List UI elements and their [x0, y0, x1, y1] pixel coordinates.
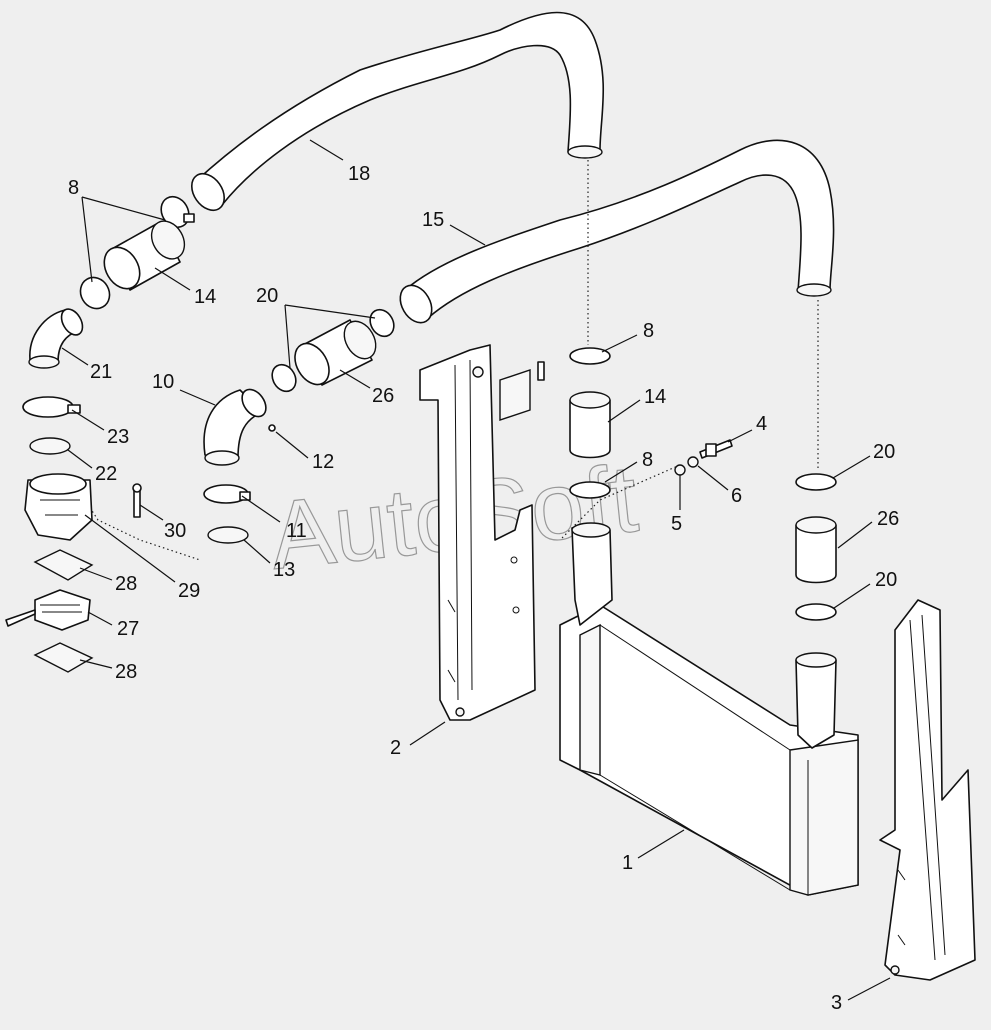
callout-29: 29: [178, 580, 200, 602]
clamp-8-stack-upper: [569, 347, 611, 365]
o-ring-13: [207, 526, 249, 544]
adapter-29: [24, 473, 93, 541]
callout-26-stack: 26: [877, 508, 899, 530]
bracket-2: [419, 344, 545, 721]
callout-20-middle: 20: [256, 285, 278, 307]
callout-6: 6: [731, 485, 742, 507]
callout-1: 1: [622, 852, 633, 874]
callout-13: 13: [273, 559, 295, 581]
bolt-4: [699, 439, 733, 459]
clamp-20-left: [271, 363, 297, 393]
callout-28-lower: 28: [115, 661, 137, 683]
callout-8-stack-upper: 8: [643, 320, 654, 342]
gasket-28-lower: [33, 642, 94, 673]
hose-14-upper: [103, 220, 186, 291]
clamp-8-upper: [160, 195, 195, 229]
callout-15: 15: [422, 209, 444, 231]
callout-26-middle: 26: [372, 385, 394, 407]
hose-14-stack: [569, 391, 611, 459]
callout-3: 3: [831, 992, 842, 1014]
callout-20-stack-upper: 20: [873, 441, 895, 463]
washer-6: [687, 456, 699, 468]
clamp-20-right: [369, 308, 395, 338]
callout-23: 23: [107, 426, 129, 448]
hose-26-middle: [294, 319, 377, 386]
callout-22: 22: [95, 463, 117, 485]
callouts: 18 8 14 15 20 26 21 10 12 23 22 11 30 13…: [68, 163, 899, 1014]
callout-30: 30: [164, 520, 186, 542]
sensor-27: [5, 589, 91, 631]
callout-14-stack: 14: [644, 386, 666, 408]
callout-18: 18: [348, 163, 370, 185]
callout-14-upper-left: 14: [194, 286, 216, 308]
callout-12: 12: [312, 451, 334, 473]
clamp-20-stack-lower: [795, 603, 837, 621]
bracket-3: [879, 599, 976, 981]
bolt-30: [132, 483, 142, 518]
clamp-11: [203, 484, 251, 504]
clamp-23: [22, 396, 81, 418]
intercooler-1: [559, 522, 859, 896]
clamp-8-lower: [79, 276, 111, 310]
callout-20-stack-lower: 20: [875, 569, 897, 591]
callout-8-stack-lower: 8: [642, 449, 653, 471]
elbow-10: [203, 388, 267, 466]
charge-air-pipe-18: [190, 11, 605, 212]
callout-28-upper: 28: [115, 573, 137, 595]
callout-5: 5: [671, 513, 682, 535]
leader-lines: [61, 139, 891, 1001]
charge-air-pipe-15: [399, 139, 835, 324]
callout-21: 21: [90, 361, 112, 383]
callout-4: 4: [756, 413, 767, 435]
callout-8-upper-left: 8: [68, 177, 79, 199]
washer-5: [674, 464, 686, 476]
callout-2: 2: [390, 737, 401, 759]
callout-11: 11: [286, 520, 307, 542]
elbow-21: [28, 308, 84, 369]
gasket-28-upper: [33, 549, 94, 581]
hose-26-stack: [795, 516, 837, 584]
clamp-8-stack-lower: [569, 481, 611, 499]
o-ring-22: [29, 437, 71, 455]
plug-12: [268, 424, 276, 432]
callout-27: 27: [117, 618, 139, 640]
clamp-20-stack-upper: [795, 473, 837, 491]
callout-10: 10: [152, 371, 174, 393]
